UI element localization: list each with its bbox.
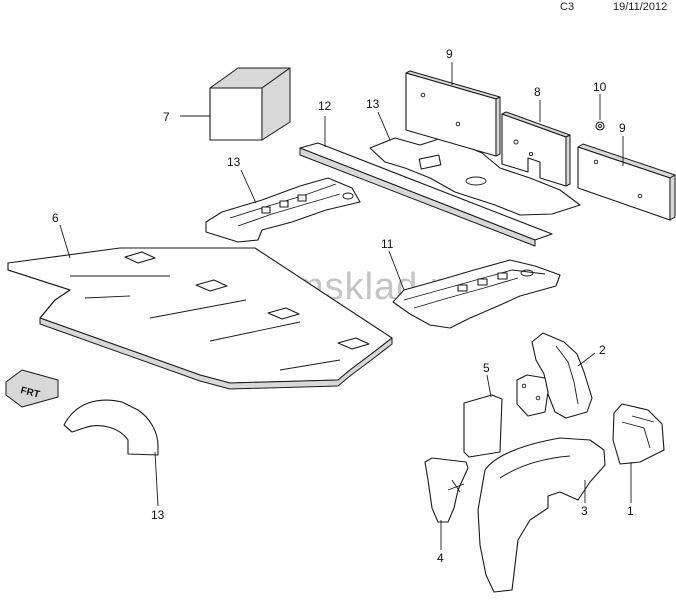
diagram-date: 19/11/2012 — [613, 1, 668, 13]
part-2-trim-panel — [531, 332, 593, 419]
callout-9-left: 9 — [446, 47, 453, 61]
callout-12: 12 — [318, 99, 332, 113]
part-11-tunnel-insulation-front — [392, 259, 561, 329]
callout-10: 10 — [593, 80, 607, 94]
part-7-insulation-block — [209, 67, 291, 141]
callout-4: 4 — [437, 551, 444, 565]
part-12-insulation-strip — [299, 142, 553, 247]
callout-7: 7 — [163, 110, 170, 124]
part-13-rear-floor-mat — [369, 136, 581, 216]
part-1-bracket-block — [612, 403, 665, 465]
leader-lines — [59, 62, 632, 550]
callout-13-lower: 13 — [151, 508, 165, 522]
callout-6: 6 — [52, 211, 59, 225]
part-4-side-panel — [424, 457, 469, 523]
callout-9-right: 9 — [619, 121, 626, 135]
callout-1: 1 — [627, 504, 634, 518]
part-13-wheelhouse-cover — [63, 399, 159, 456]
callout-labels: 7 12 13 9 8 10 9 13 6 11 2 5 13 1 3 4 — [52, 47, 634, 565]
callout-3: 3 — [581, 504, 588, 518]
part-6-floor-carpet — [7, 247, 393, 390]
part-5-panel — [463, 374, 549, 458]
callout-13-middle: 13 — [227, 155, 241, 169]
part-9-panel-right — [577, 143, 676, 221]
frt-label: FRT — [19, 385, 41, 400]
page-code: C3 — [560, 1, 575, 13]
callout-13-upper: 13 — [366, 97, 380, 111]
part-3-wheel-arch-liner — [477, 437, 606, 593]
part-10-clip — [595, 121, 605, 131]
front-direction-arrow: FRT — [5, 369, 59, 408]
callout-8: 8 — [534, 85, 541, 99]
part-9-panel-left — [405, 70, 501, 157]
part-13-tunnel-insulation — [205, 177, 361, 243]
callout-11: 11 — [381, 237, 394, 251]
callout-5: 5 — [483, 361, 490, 375]
part-8-panel-with-cutout — [501, 111, 571, 187]
callout-2: 2 — [599, 343, 606, 357]
